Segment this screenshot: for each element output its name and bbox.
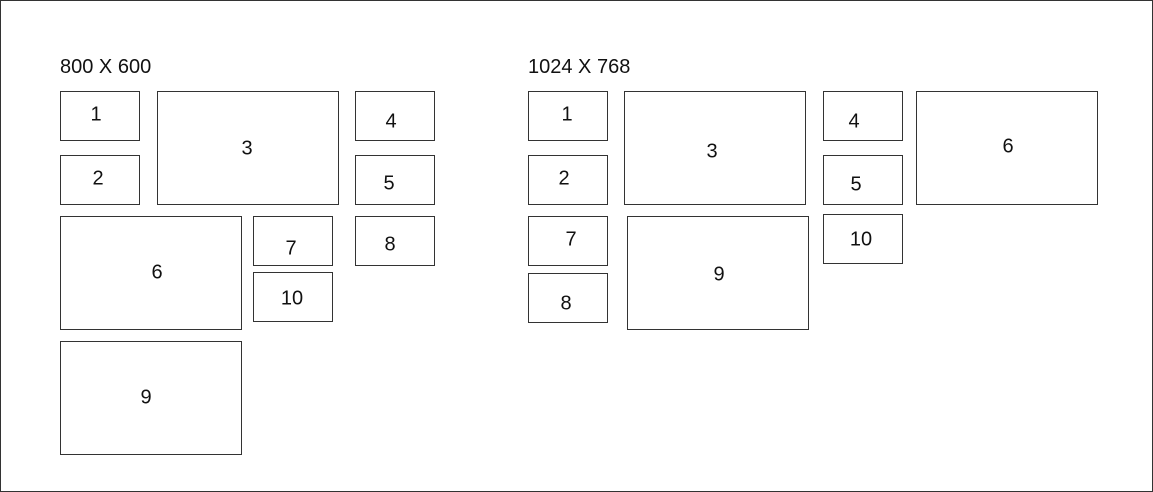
box-number: 4 bbox=[385, 110, 397, 133]
layout-1024-box-5: 5 bbox=[823, 155, 903, 205]
layout-1024-box-8: 8 bbox=[528, 273, 608, 323]
box-number: 6 bbox=[1002, 135, 1014, 158]
layout-800-box-1: 1 bbox=[60, 91, 140, 141]
box-number: 9 bbox=[140, 386, 152, 409]
layout-800-box-5: 5 bbox=[355, 155, 435, 205]
layout-800-box-10: 10 bbox=[253, 272, 333, 322]
box-number: 9 bbox=[713, 263, 725, 286]
box-number: 10 bbox=[280, 287, 304, 310]
layout-800-box-4: 4 bbox=[355, 91, 435, 141]
layout-1024-box-6: 6 bbox=[916, 91, 1098, 205]
layout-800-box-9: 9 bbox=[60, 341, 242, 455]
box-number: 10 bbox=[849, 228, 873, 251]
box-number: 5 bbox=[383, 172, 395, 195]
box-number: 3 bbox=[241, 137, 253, 160]
layout-800-box-7: 7 bbox=[253, 216, 333, 266]
layout-1024-box-3: 3 bbox=[624, 91, 806, 205]
layout-800-box-8: 8 bbox=[355, 216, 435, 266]
layout-800-box-3: 3 bbox=[157, 91, 339, 205]
box-number: 1 bbox=[561, 103, 573, 126]
box-number: 8 bbox=[560, 292, 572, 315]
layout-title-800x600: 800 X 600 bbox=[60, 56, 152, 78]
layout-1024-box-10: 10 bbox=[823, 214, 903, 264]
box-number: 6 bbox=[151, 261, 163, 284]
box-number: 8 bbox=[384, 233, 396, 256]
layout-1024-box-9: 9 bbox=[627, 216, 809, 330]
layout-title-1024x768: 1024 X 768 bbox=[528, 56, 631, 78]
box-number: 1 bbox=[90, 103, 102, 126]
box-number: 3 bbox=[706, 140, 718, 163]
box-number: 2 bbox=[92, 167, 104, 190]
layout-800-box-6: 6 bbox=[60, 216, 242, 330]
box-number: 4 bbox=[848, 110, 860, 133]
layout-1024-box-1: 1 bbox=[528, 91, 608, 141]
box-number: 7 bbox=[565, 228, 577, 251]
box-number: 7 bbox=[285, 237, 297, 260]
box-number: 2 bbox=[558, 167, 570, 190]
layout-1024-box-7: 7 bbox=[528, 216, 608, 266]
layout-1024-box-4: 4 bbox=[823, 91, 903, 141]
box-number: 5 bbox=[850, 173, 862, 196]
layout-1024-box-2: 2 bbox=[528, 155, 608, 205]
layout-800-box-2: 2 bbox=[60, 155, 140, 205]
